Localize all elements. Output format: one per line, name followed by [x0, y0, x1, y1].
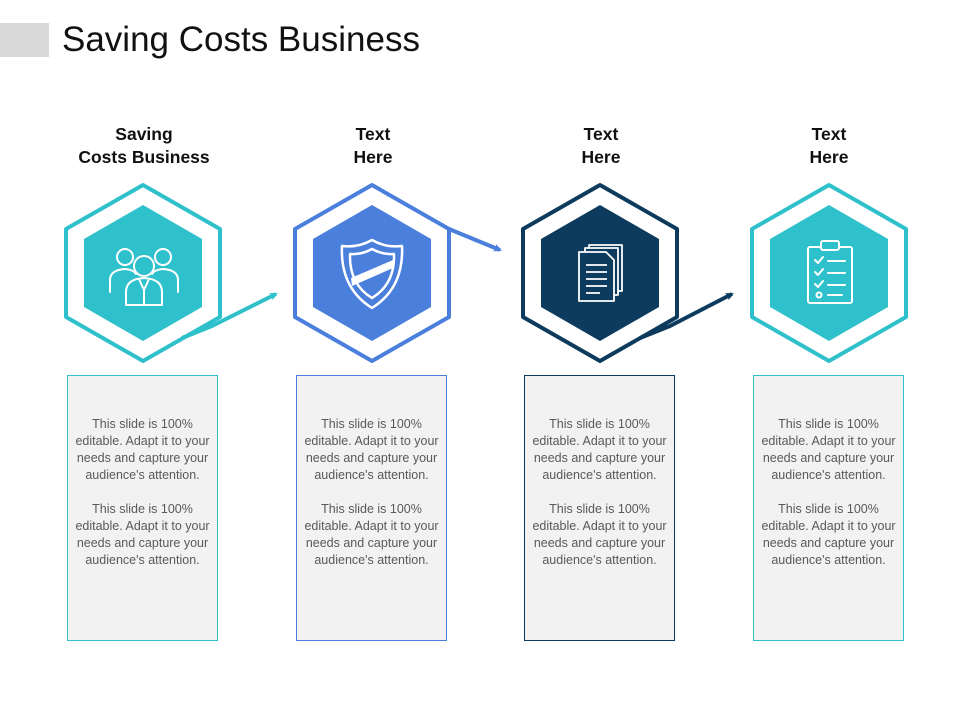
checklist-clipboard-icon — [807, 240, 853, 304]
step-4-title: Text Here — [809, 124, 849, 167]
business-team-icon — [109, 248, 179, 306]
step-4-card: This slide is 100% editable. Adapt it to… — [753, 375, 904, 641]
step-3-paragraph-1: This slide is 100% editable. Adapt it to… — [532, 417, 667, 482]
step-4-paragraph-1: This slide is 100% editable. Adapt it to… — [761, 417, 896, 482]
step-2-title: Text Here — [353, 124, 393, 167]
step-3-paragraph-2: This slide is 100% editable. Adapt it to… — [532, 502, 667, 567]
shield-icon — [340, 238, 404, 310]
step-1-card: This slide is 100% editable. Adapt it to… — [67, 375, 218, 641]
step-2-paragraph-2: This slide is 100% editable. Adapt it to… — [304, 502, 439, 567]
step-2-card: This slide is 100% editable. Adapt it to… — [296, 375, 447, 641]
step-3-card: This slide is 100% editable. Adapt it to… — [524, 375, 675, 641]
step-2-paragraph-1: This slide is 100% editable. Adapt it to… — [304, 417, 439, 482]
step-3-title: Text Here — [581, 124, 621, 167]
step-1-paragraph-2: This slide is 100% editable. Adapt it to… — [75, 502, 210, 567]
arrow-2-to-3 — [448, 227, 502, 252]
step-1-title: Saving Costs Business — [78, 124, 210, 167]
arrow-1-to-2 — [181, 292, 278, 340]
step-4-paragraph-2: This slide is 100% editable. Adapt it to… — [761, 502, 896, 567]
title-accent-bar — [0, 23, 49, 57]
step-1-paragraph-1: This slide is 100% editable. Adapt it to… — [75, 417, 210, 482]
documents-icon — [578, 244, 623, 302]
arrow-3-to-4 — [639, 292, 734, 340]
page-title: Saving Costs Business — [62, 20, 420, 59]
